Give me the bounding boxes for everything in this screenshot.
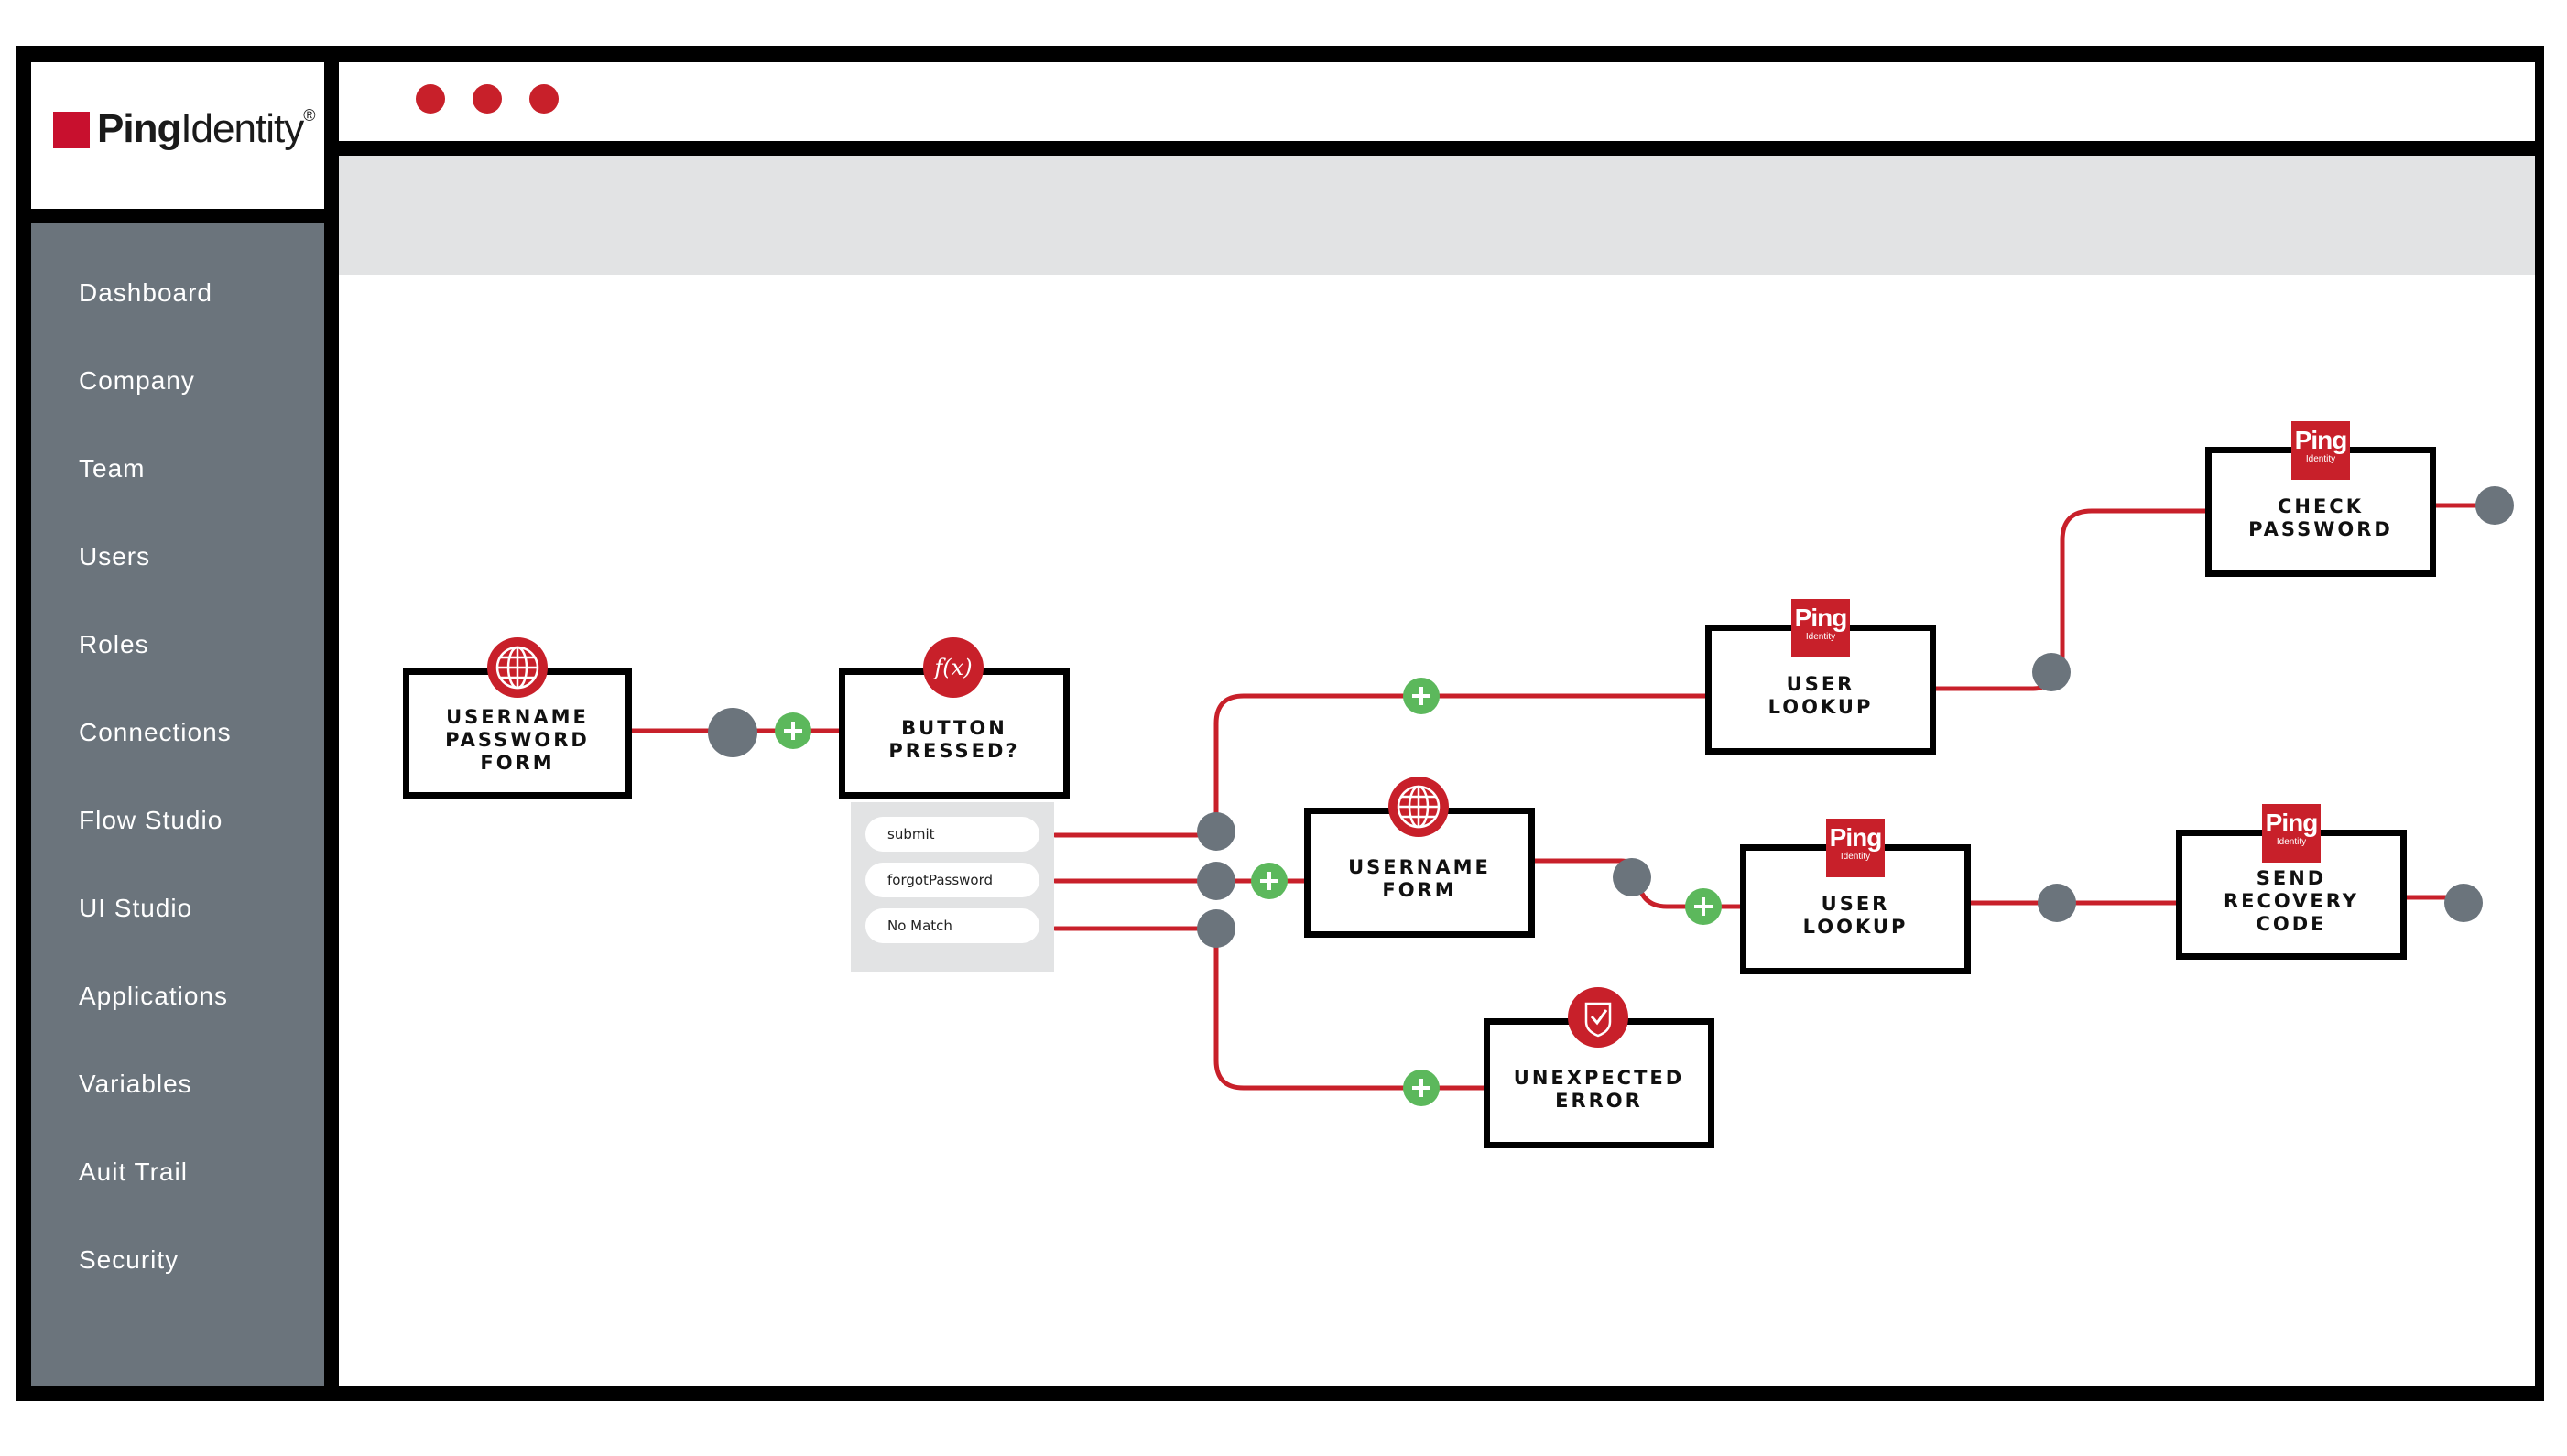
node-label: USERNAME PASSWORD FORM xyxy=(445,705,590,774)
window-control-minimize[interactable] xyxy=(473,84,502,114)
node-label: USER LOOKUP xyxy=(1768,673,1874,718)
globe-icon xyxy=(487,637,548,698)
window-titlebar xyxy=(339,62,2535,141)
shield-check-icon xyxy=(1568,987,1628,1048)
connector-port[interactable] xyxy=(1613,858,1651,896)
connector-port[interactable] xyxy=(1197,862,1235,900)
node-label: SEND RECOVERY CODE xyxy=(2223,866,2360,935)
branch-option-submit[interactable]: submit xyxy=(865,817,1039,852)
connector-port[interactable] xyxy=(2475,486,2514,525)
ping-icon: Ping Identity xyxy=(2291,421,2350,480)
sidebar-item-connections[interactable]: Connections xyxy=(79,718,232,746)
add-node-icon[interactable] xyxy=(775,712,811,749)
logo: PingIdentity® xyxy=(31,62,324,209)
connector-port[interactable] xyxy=(708,708,757,757)
add-node-icon[interactable] xyxy=(1403,1070,1440,1106)
add-node-icon[interactable] xyxy=(1685,888,1722,925)
branch-option-forgot-password[interactable]: forgotPassword xyxy=(865,863,1039,897)
edge-to-check-password xyxy=(2060,508,2210,675)
sidebar-item-users[interactable]: Users xyxy=(79,542,151,570)
connector-port[interactable] xyxy=(2444,884,2483,922)
function-icon-text: f(x) xyxy=(932,655,972,680)
branch-option-no-match[interactable]: No Match xyxy=(865,908,1039,943)
sidebar-item-team[interactable]: Team xyxy=(79,454,146,483)
ping-icon: Ping Identity xyxy=(1791,599,1850,657)
window-control-close[interactable] xyxy=(416,84,445,114)
node-label: UNEXPECTED ERROR xyxy=(1513,1067,1685,1112)
window-control-maximize[interactable] xyxy=(529,84,559,114)
node-check-password[interactable]: CHECK PASSWORD xyxy=(2205,447,2436,577)
sidebar-item-variables[interactable]: Variables xyxy=(79,1070,192,1098)
edge-no-match-to-error xyxy=(1213,926,1488,1091)
connector-port[interactable] xyxy=(2032,653,2071,691)
connector-port[interactable] xyxy=(1197,812,1235,851)
logo-mark-icon xyxy=(53,112,90,148)
sidebar-item-dashboard[interactable]: Dashboard xyxy=(79,278,212,307)
sidebar-item-security[interactable]: Security xyxy=(79,1245,179,1274)
connector-port[interactable] xyxy=(1197,909,1235,948)
edge-submit-to-user-lookup xyxy=(1213,693,1710,834)
toolbar xyxy=(339,156,2535,275)
sidebar-item-flow-studio[interactable]: Flow Studio xyxy=(79,806,223,834)
node-label: USERNAME FORM xyxy=(1348,856,1491,901)
add-node-buttons xyxy=(775,678,1722,1106)
sidebar-item-applications[interactable]: Applications xyxy=(79,982,228,1010)
sidebar-item-company[interactable]: Company xyxy=(79,366,195,395)
globe-icon xyxy=(1388,777,1449,837)
function-icon: f(x) xyxy=(923,637,984,698)
sidebar-item-roles[interactable]: Roles xyxy=(79,630,149,658)
node-unexpected-error[interactable]: UNEXPECTED ERROR xyxy=(1484,1018,1714,1148)
connector-port[interactable] xyxy=(2038,884,2076,922)
node-label: CHECK PASSWORD xyxy=(2248,495,2393,540)
node-label: USER LOOKUP xyxy=(1802,893,1909,938)
add-node-icon[interactable] xyxy=(1403,678,1440,714)
ping-icon: Ping Identity xyxy=(2262,804,2321,863)
logo-text: PingIdentity® xyxy=(97,106,315,151)
branch-options: submit forgotPassword No Match xyxy=(851,802,1054,972)
add-node-icon[interactable] xyxy=(1251,863,1288,899)
ping-icon: Ping Identity xyxy=(1826,819,1885,877)
node-label: BUTTON PRESSED? xyxy=(888,717,1020,762)
sidebar: Dashboard Company Team Users Roles Conne… xyxy=(31,223,324,1386)
sidebar-item-audit-trail[interactable]: Auit Trail xyxy=(79,1157,188,1186)
sidebar-item-ui-studio[interactable]: UI Studio xyxy=(79,894,193,922)
